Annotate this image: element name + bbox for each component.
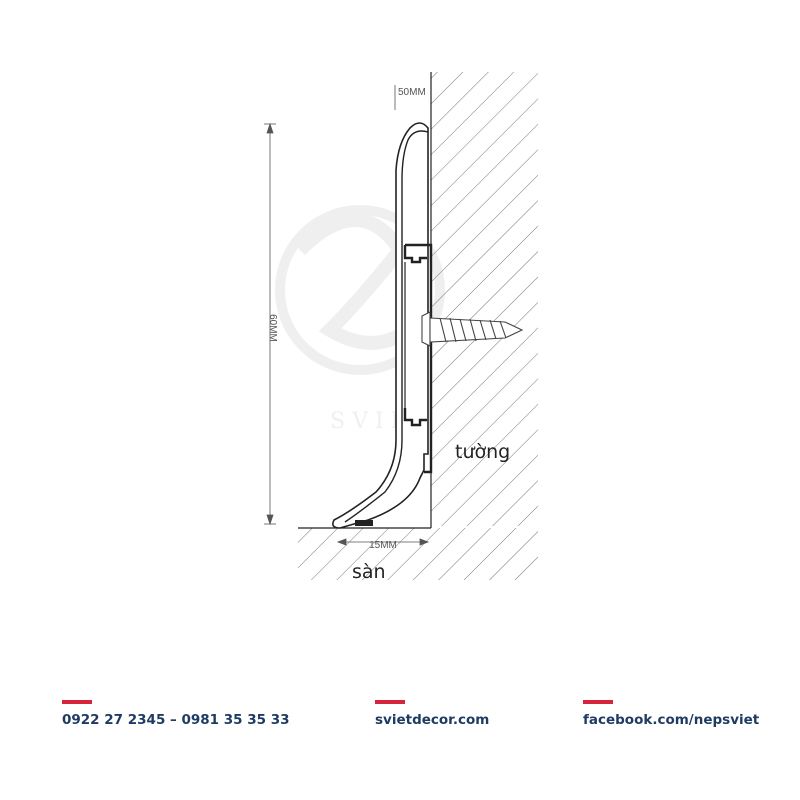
footer: 0922 27 2345 – 0981 35 35 33 svietdecor.… <box>0 700 800 760</box>
dimension-base-label: 15MM <box>369 540 397 551</box>
dimension-height: 60MM <box>264 122 278 526</box>
floor-pad <box>355 520 373 526</box>
label-wall: tường <box>455 441 510 463</box>
accent-bar <box>62 700 92 704</box>
accent-bar <box>583 700 613 704</box>
label-floor: sàn <box>352 561 386 583</box>
clip-channel <box>403 243 433 474</box>
dimension-top: 50MM <box>394 85 426 110</box>
dimension-base: 15MM <box>336 538 430 551</box>
accent-bar <box>375 700 405 704</box>
screw-icon <box>421 311 524 347</box>
contact-phone: 0922 27 2345 – 0981 35 35 33 <box>62 700 290 728</box>
website-link[interactable]: svietdecor.com <box>375 712 490 728</box>
facebook-link[interactable]: facebook.com/nepsviet <box>583 712 760 728</box>
phone-text: 0922 27 2345 – 0981 35 35 33 <box>62 712 290 728</box>
contact-website: svietdecor.com <box>375 700 489 728</box>
skirting-profile <box>332 122 429 529</box>
skirting-profile-drawing: S V I E T 50MM <box>264 72 538 583</box>
dimension-height-label: 60MM <box>267 314 278 342</box>
dimension-top-label: 50MM <box>398 87 426 98</box>
floor-section <box>298 527 538 580</box>
wall-section <box>430 72 538 528</box>
contact-facebook: facebook.com/nepsviet <box>583 700 759 728</box>
